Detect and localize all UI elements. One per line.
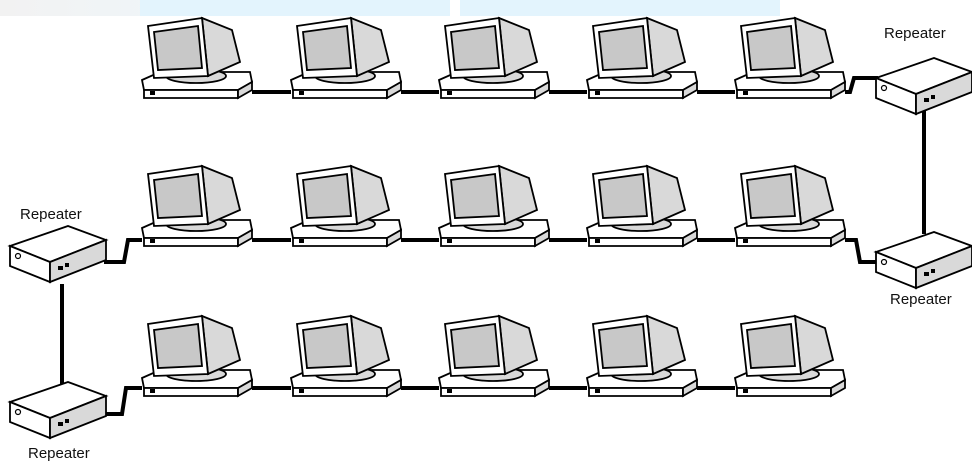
repeater-mid-right-icon: [876, 232, 972, 288]
repeater-mid-left-icon: [10, 226, 106, 282]
cable-mid-right-repeater: [845, 240, 880, 262]
computer-row1-col2-icon: [291, 18, 401, 98]
cable-mid-left-repeater: [104, 240, 142, 262]
computer-row2-col2-icon: [291, 166, 401, 246]
computer-row2-col4-icon: [587, 166, 697, 246]
cable-top-right-repeater: [845, 78, 878, 92]
computer-row2-col3-icon: [439, 166, 549, 246]
computer-row3-col4-icon: [587, 316, 697, 396]
computer-row3-col1-icon: [142, 316, 252, 396]
repeater-label-mid-right: Repeater: [890, 292, 952, 307]
computer-row3-col3-icon: [439, 316, 549, 396]
repeater-bottom-left-icon: [10, 382, 106, 438]
computer-row3-col5-icon: [735, 316, 845, 396]
repeater-top-right-icon: [876, 58, 972, 114]
computer-row1-col1-icon: [142, 18, 252, 98]
computer-row1-col3-icon: [439, 18, 549, 98]
computer-row2-col1-icon: [142, 166, 252, 246]
computer-row1-col5-icon: [735, 18, 845, 98]
repeater-label-top-right: Repeater: [884, 26, 946, 41]
repeater-label-mid-left: Repeater: [20, 207, 82, 222]
repeater-label-bottom-left: Repeater: [28, 446, 90, 461]
computer-row1-col4-icon: [587, 18, 697, 98]
computer-row3-col2-icon: [291, 316, 401, 396]
cable-bottom-left-repeater: [106, 388, 142, 414]
computer-row2-col5-icon: [735, 166, 845, 246]
